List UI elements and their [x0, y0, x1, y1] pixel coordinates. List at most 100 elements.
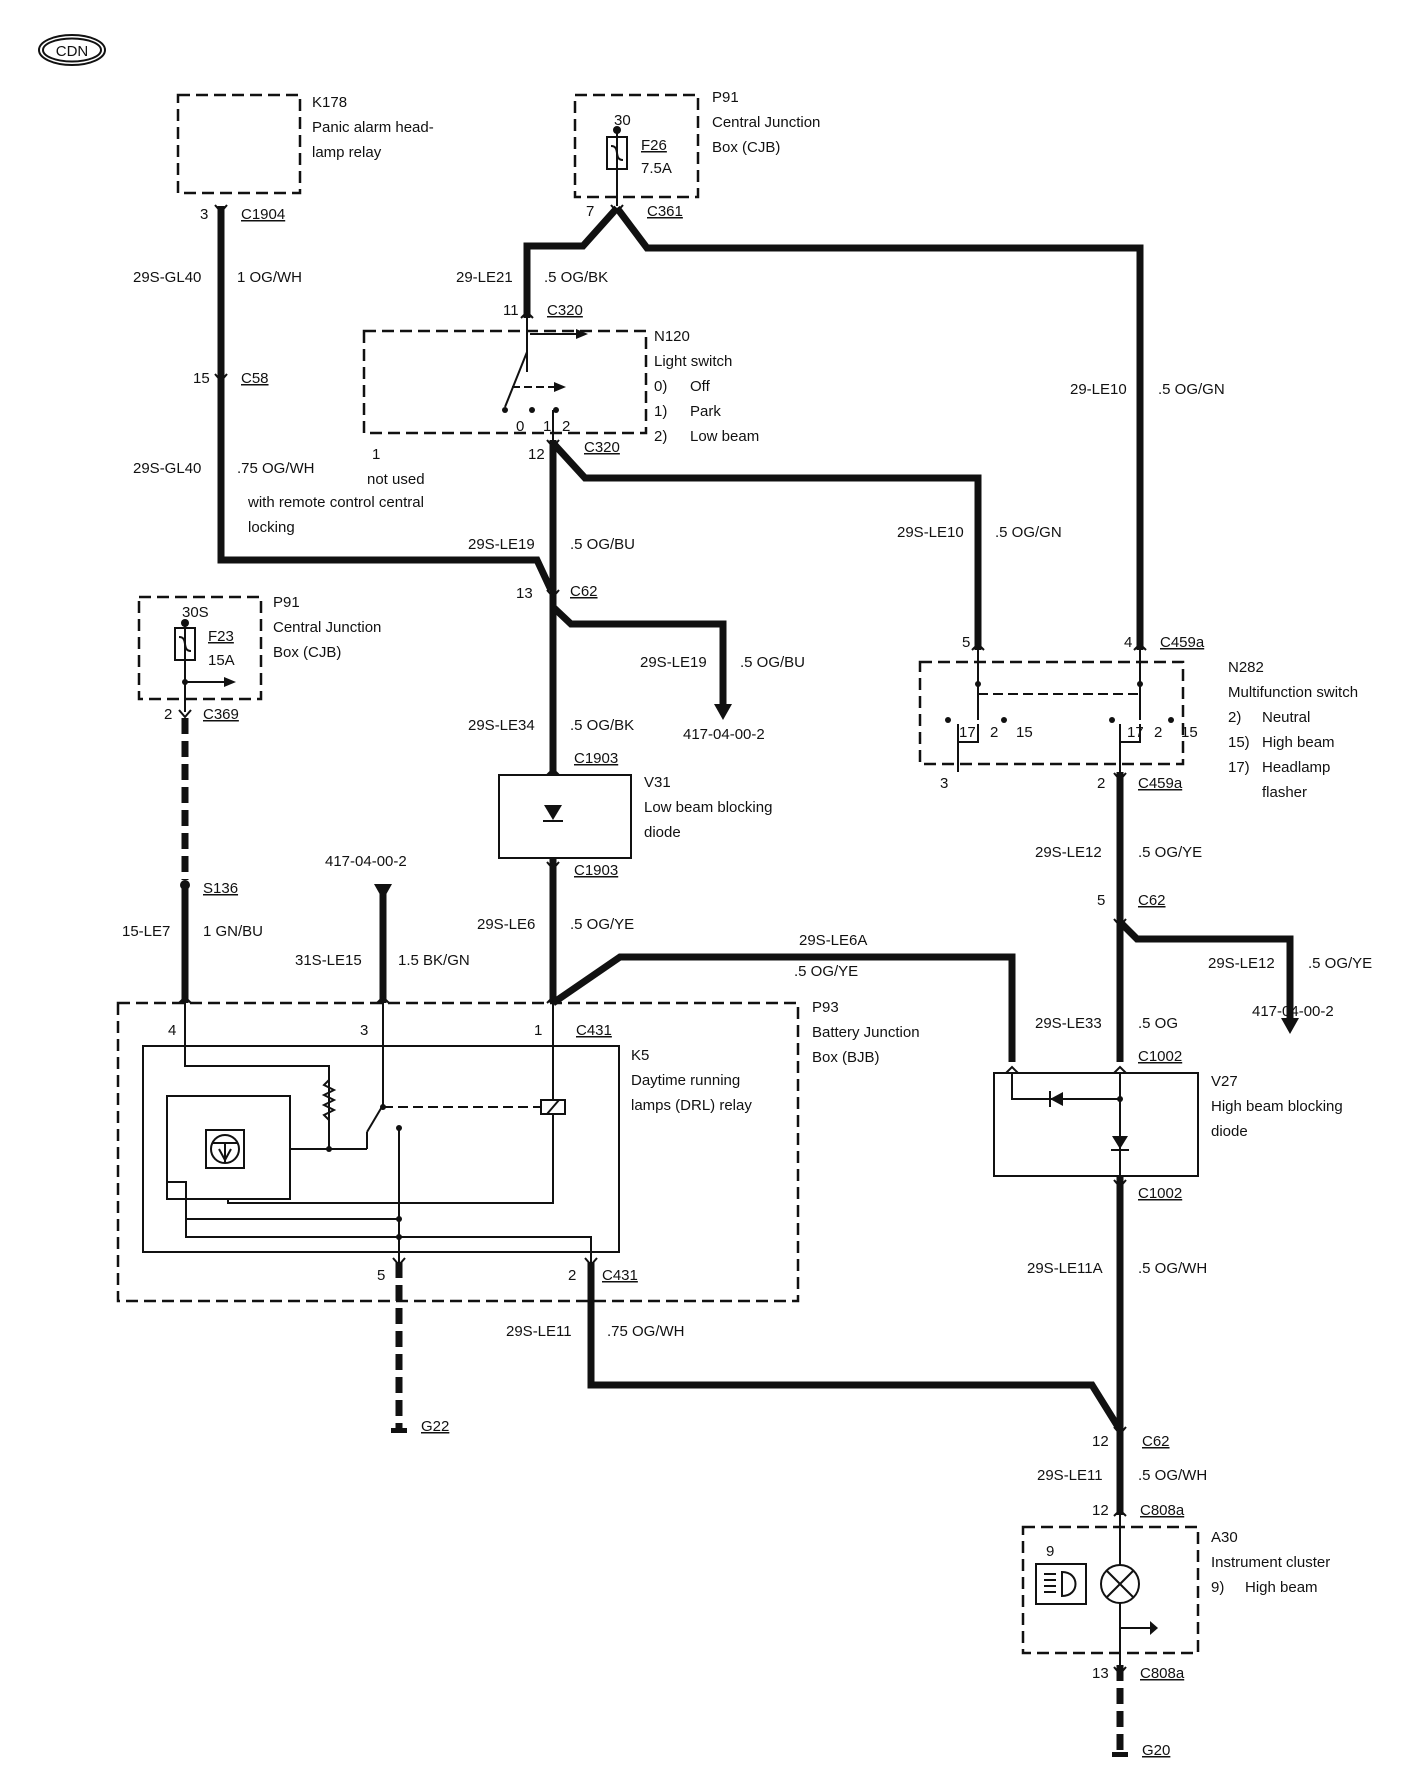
wire-le21	[523, 205, 620, 318]
p93-id: P93	[812, 999, 839, 1016]
a30-item-key: 9)	[1211, 1579, 1224, 1596]
indicator-lamp-icon	[1100, 1515, 1158, 1665]
p91-left-id: P91	[273, 594, 300, 611]
wire-le10-right-spec: .5 OG/GN	[1158, 381, 1225, 398]
p93-name-2: Box (BJB)	[812, 1049, 880, 1066]
f23-id: F23	[208, 628, 234, 645]
n120-pos-2-label: Low beam	[690, 428, 759, 445]
pin-k5-2: 2	[568, 1267, 576, 1284]
cdn-badge: CDN	[38, 34, 106, 66]
pin-c62-5: 5	[1097, 892, 1105, 909]
pin-c58-15: 15	[193, 370, 210, 387]
connector-c431-bottom: C431	[602, 1267, 638, 1284]
wire-le11-bottom-spec: .5 OG/WH	[1138, 1467, 1207, 1484]
wire-le12-b-spec: .5 OG/YE	[1308, 955, 1372, 972]
pin-c808a-13: 13	[1092, 1665, 1109, 1682]
wire-le12-a-spec: .5 OG/YE	[1138, 844, 1202, 861]
pin-n120-1: 1	[372, 446, 380, 463]
wire-le10-mid-spec: .5 OG/GN	[995, 524, 1062, 541]
connector-c431-top: C431	[576, 1022, 612, 1039]
wire-le19-b-code: 29S-LE19	[640, 654, 707, 671]
f26-pin: 30	[614, 112, 631, 129]
wire-le19-ref	[550, 604, 727, 712]
wire-le19-a-spec: .5 OG/BU	[570, 536, 635, 553]
pin-k5-5: 5	[377, 1267, 385, 1284]
a30-id: A30	[1211, 1529, 1238, 1546]
k178-name-1: Panic alarm head-	[312, 119, 434, 136]
pin-c808a-12: 12	[1092, 1502, 1109, 1519]
pin-k5-1: 1	[534, 1022, 542, 1039]
wire-le34-spec: .5 OG/BK	[570, 717, 634, 734]
wire-le6a-code: 29S-LE6A	[799, 932, 867, 949]
wire-le11	[587, 1262, 1123, 1432]
p91-top-box	[573, 93, 700, 199]
f23-rating: 15A	[208, 652, 235, 669]
fuse-f23-icon	[174, 627, 196, 661]
n282-switch-symbol	[945, 650, 1174, 772]
wire-le10-branch	[550, 440, 982, 650]
arrow-ref-le12	[1281, 1018, 1299, 1034]
v31-diode-icon	[544, 805, 562, 820]
n282-pos-2-label: Headlamp	[1262, 759, 1330, 776]
wire-le11a-code: 29S-LE11A	[1027, 1260, 1103, 1277]
v27-name-2: diode	[1211, 1123, 1248, 1140]
note-not-used-1: not used	[367, 471, 425, 488]
n282-contact-17b: 17	[1127, 724, 1144, 741]
pin-k5-4: 4	[168, 1022, 176, 1039]
p91-top-name-1: Central Junction	[712, 114, 820, 131]
pin-c320-11: 11	[503, 302, 519, 319]
connector-c1904: C1904	[241, 206, 285, 223]
n282-pos-0-label: Neutral	[1262, 709, 1310, 726]
k178-box	[176, 93, 302, 195]
n120-pos-2-key: 2)	[654, 428, 667, 445]
a30-box	[1021, 1525, 1200, 1655]
wire-le21-spec: .5 OG/BK	[544, 269, 608, 286]
connector-c62-right: C62	[1138, 892, 1166, 909]
f23-pin: 30S	[182, 604, 209, 621]
n120-pos-0-key: 0)	[654, 378, 667, 395]
connector-c1002-top: C1002	[1138, 1048, 1182, 1065]
connector-c459a-bottom: C459a	[1138, 775, 1183, 792]
v31-id: V31	[644, 774, 671, 791]
wire-le11-left-code: 29S-LE11	[506, 1323, 572, 1340]
wire-le10-mid-code: 29S-LE10	[897, 524, 964, 541]
splice-s136	[180, 880, 190, 890]
v27-name-1: High beam blocking	[1211, 1098, 1343, 1115]
connector-c361: C361	[647, 203, 683, 220]
wire-gl40-top-code: 29S-GL40	[133, 269, 201, 286]
n282-contact-17a: 17	[959, 724, 976, 741]
n282-pos-1-label: High beam	[1262, 734, 1335, 751]
n282-pos-1-key: 15)	[1228, 734, 1250, 751]
wire-le11a-spec: .5 OG/WH	[1138, 1260, 1207, 1277]
n120-box	[362, 329, 648, 435]
f26-rating: 7.5A	[641, 160, 672, 177]
connector-c1002-bottom: C1002	[1138, 1185, 1182, 1202]
wire-le12-b-code: 29S-LE12	[1208, 955, 1275, 972]
wire-le6a	[551, 953, 1016, 1062]
pin-cjb-7: 7	[586, 203, 594, 220]
pin-c62-12: 12	[1092, 1433, 1109, 1450]
n120-pos-0-label: Off	[690, 378, 711, 395]
wire-gl40-top-spec: 1 OG/WH	[237, 269, 302, 286]
connector-c58: C58	[241, 370, 269, 387]
p91-top-name-2: Box (CJB)	[712, 139, 780, 156]
ref-le15: 417-04-00-2	[325, 853, 407, 870]
n282-contact-15b: 15	[1181, 724, 1198, 741]
pin-c62-13: 13	[516, 585, 533, 602]
ref-le19: 417-04-00-2	[683, 726, 765, 743]
connector-c1903-bottom: C1903	[574, 862, 618, 879]
wire-le19-b-spec: .5 OG/BU	[740, 654, 805, 671]
wire-le7-spec: 1 GN/BU	[203, 923, 263, 940]
note-not-used-3: locking	[248, 519, 295, 536]
headlamp-icon	[1035, 1563, 1087, 1605]
wire-le34-code: 29S-LE34	[468, 717, 535, 734]
k5-name-2: lamps (DRL) relay	[631, 1097, 752, 1114]
wire-le33-code: 29S-LE33	[1035, 1015, 1102, 1032]
wire-gl40-bottom-code: 29S-GL40	[133, 460, 201, 477]
n120-pos-1-key: 1)	[654, 403, 667, 420]
n120-pos-1-label: Park	[690, 403, 721, 420]
splice-s136-label: S136	[203, 880, 238, 897]
k178-name-2: lamp relay	[312, 144, 382, 161]
note-not-used-2: with remote control central	[247, 494, 424, 511]
